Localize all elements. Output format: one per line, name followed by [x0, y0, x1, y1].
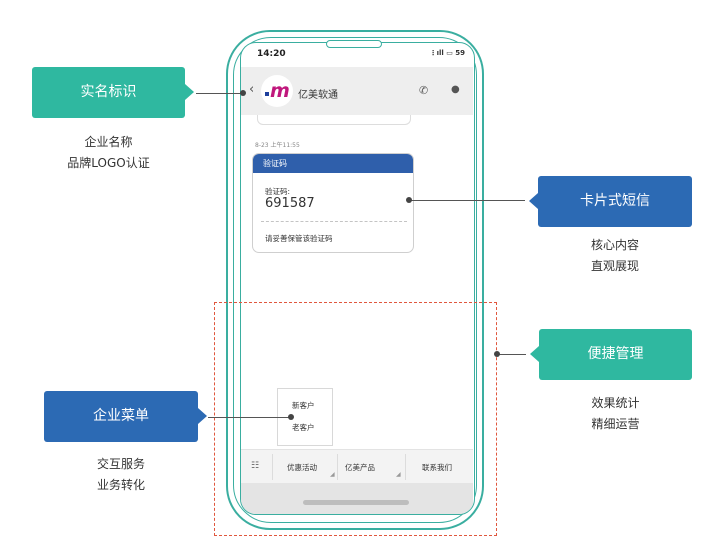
callout-pointer	[529, 193, 538, 209]
card-header: 验证码	[253, 154, 413, 173]
signal-battery-indicator: ⋮ıll ▭ 59	[429, 49, 465, 57]
logo-dot	[265, 92, 269, 96]
brand-logo: m	[261, 75, 293, 107]
desc-line: 直观展现	[590, 259, 639, 273]
status-time: 14:20	[257, 49, 286, 59]
user-icon[interactable]: ●	[451, 84, 460, 95]
desc-line: 效果统计	[591, 396, 640, 410]
menu-item-contact[interactable]: 联系我们	[422, 463, 452, 472]
desc-line: 交互服务	[96, 457, 145, 471]
desc-line: 核心内容	[590, 238, 639, 252]
phone-screen: 14:20 ⋮ıll ▭ 59 ‹ m 亿美软通 ✆ ● 8-23 上午11:5…	[240, 42, 475, 515]
callout-pointer	[185, 84, 194, 100]
connector-dot	[240, 90, 246, 96]
connector-dot	[288, 414, 294, 420]
sms-card[interactable]: 验证码 验证码: 691587 请妥善保管该验证码	[252, 153, 414, 253]
callout-menu-desc: 交互服务 业务转化	[44, 454, 198, 496]
phone-inner-frame	[233, 37, 477, 523]
menu-divider	[272, 454, 273, 480]
connector-dot	[406, 197, 412, 203]
submenu-item-new-customer[interactable]: 新客户	[292, 401, 315, 410]
callout-real-name-desc: 企业名称 品牌LOGO认证	[32, 132, 185, 174]
phone-speaker	[326, 40, 382, 48]
menu-item-products[interactable]: 亿美产品	[345, 463, 375, 472]
callout-card-sms-tag: 卡片式短信	[538, 176, 692, 227]
card-divider	[261, 221, 407, 222]
callout-pointer	[198, 408, 207, 424]
message-timestamp: 8-23 上午11:55	[255, 142, 300, 149]
back-icon[interactable]: ‹	[249, 82, 255, 97]
submenu-indicator-icon: ◢	[396, 471, 401, 478]
status-bar: 14:20 ⋮ıll ▭ 59	[241, 43, 473, 67]
menu-item-promotions[interactable]: 优惠活动	[287, 463, 317, 472]
callout-card-sms-desc: 核心内容 直观展现	[538, 235, 692, 277]
logo-letter: m	[270, 80, 290, 102]
home-indicator[interactable]	[303, 500, 409, 505]
chat-header: ‹ m 亿美软通 ✆ ●	[241, 67, 473, 115]
card-note: 请妥善保管该验证码	[265, 234, 333, 243]
menu-divider	[337, 454, 338, 480]
callout-convenient-tag: 便捷管理	[539, 329, 692, 380]
phone-icon[interactable]: ✆	[419, 84, 429, 97]
desc-line: 精细运营	[591, 417, 640, 431]
phone-bottom-bar	[241, 483, 473, 514]
highlight-dashed-region	[214, 302, 497, 536]
connector-dot	[494, 351, 500, 357]
connector-line	[196, 93, 242, 94]
connector-line	[411, 200, 525, 201]
enterprise-menu-bar: ☷ 优惠活动 ◢ 亿美产品 ◢ 联系我们	[241, 449, 473, 483]
keyboard-icon[interactable]: ☷	[251, 461, 260, 471]
card-code-value: 691587	[265, 196, 315, 211]
callout-pointer	[530, 346, 539, 362]
callout-menu-tag: 企业菜单	[44, 391, 198, 442]
card-code-label: 验证码:	[265, 187, 291, 196]
connector-line	[498, 354, 526, 355]
callout-convenient-desc: 效果统计 精细运营	[539, 393, 692, 435]
submenu-item-old-customer[interactable]: 老客户	[292, 423, 315, 432]
connector-line	[208, 417, 290, 418]
desc-line: 品牌LOGO认证	[67, 156, 150, 170]
brand-name: 亿美软通	[298, 90, 338, 101]
submenu-indicator-icon: ◢	[330, 471, 335, 478]
menu-divider	[405, 454, 406, 480]
previous-message-bubble	[257, 115, 411, 125]
callout-real-name-tag: 实名标识	[32, 67, 185, 118]
desc-line: 业务转化	[96, 478, 145, 492]
desc-line: 企业名称	[84, 135, 133, 149]
